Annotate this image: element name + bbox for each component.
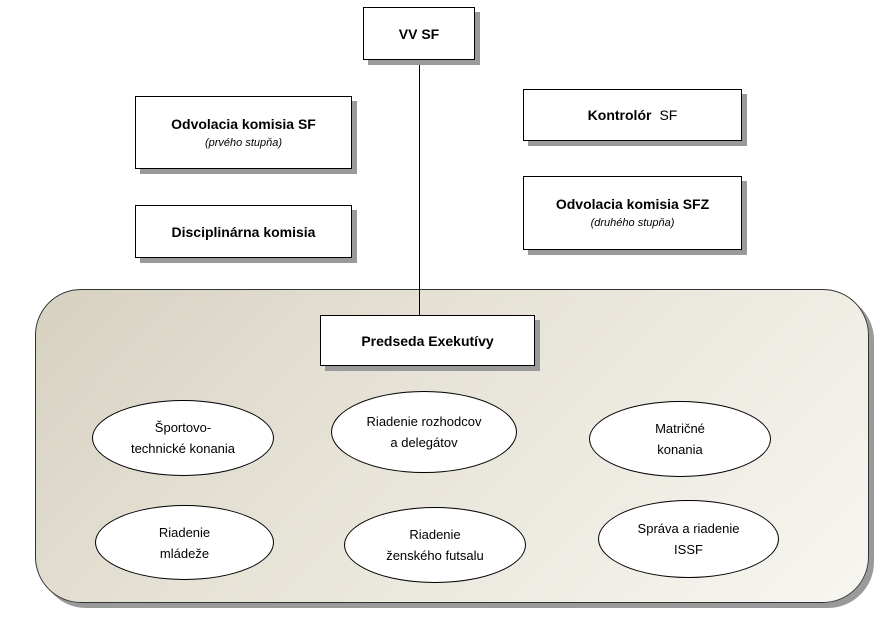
appeals-committee-sfz-box: Odvolacia komisia SFZ (druhého stupňa): [523, 176, 742, 250]
appeals-committee-sf-box: Odvolacia komisia SF (prvého stupňa): [135, 96, 352, 169]
appeals-committee-sf-title: Odvolacia komisia SF: [171, 115, 316, 132]
unit-ellipse-registration: Matričné konania: [589, 401, 771, 477]
connector-line-inner: [419, 289, 420, 315]
executive-chair-box: Predseda Exekutívy: [320, 315, 535, 366]
appeals-committee-sf-subtitle: (prvého stupňa): [204, 136, 283, 149]
unit-ellipse-issf: Správa a riadenie ISSF: [598, 500, 779, 578]
controller-box: Kontrolór SF: [523, 89, 742, 141]
executive-chair-title: Predseda Exekutívy: [361, 332, 494, 349]
disciplinary-committee-title: Disciplinárna komisia: [171, 223, 316, 240]
unit-ellipse-youth: Riadenie mládeže: [95, 505, 274, 580]
controller-title-normal: SF: [659, 107, 678, 123]
unit-ellipse-sports-technical: Športovo- technické konania: [92, 400, 274, 476]
vv-sf-box: VV SF: [363, 7, 475, 60]
appeals-committee-sfz-subtitle: (druhého stupňa): [590, 217, 675, 229]
unit-ellipse-referees-delegates: Riadenie rozhodcov a delegátov: [331, 391, 517, 473]
appeals-committee-sfz-title: Odvolacia komisia SFZ: [555, 196, 710, 212]
unit-ellipse-womens-futsal: Riadenie ženského futsalu: [344, 507, 526, 583]
controller-title-bold: Kontrolór: [587, 107, 652, 123]
disciplinary-committee-box: Disciplinárna komisia: [135, 205, 352, 258]
connector-line: [419, 60, 420, 315]
vv-sf-label: VV SF: [398, 25, 440, 42]
